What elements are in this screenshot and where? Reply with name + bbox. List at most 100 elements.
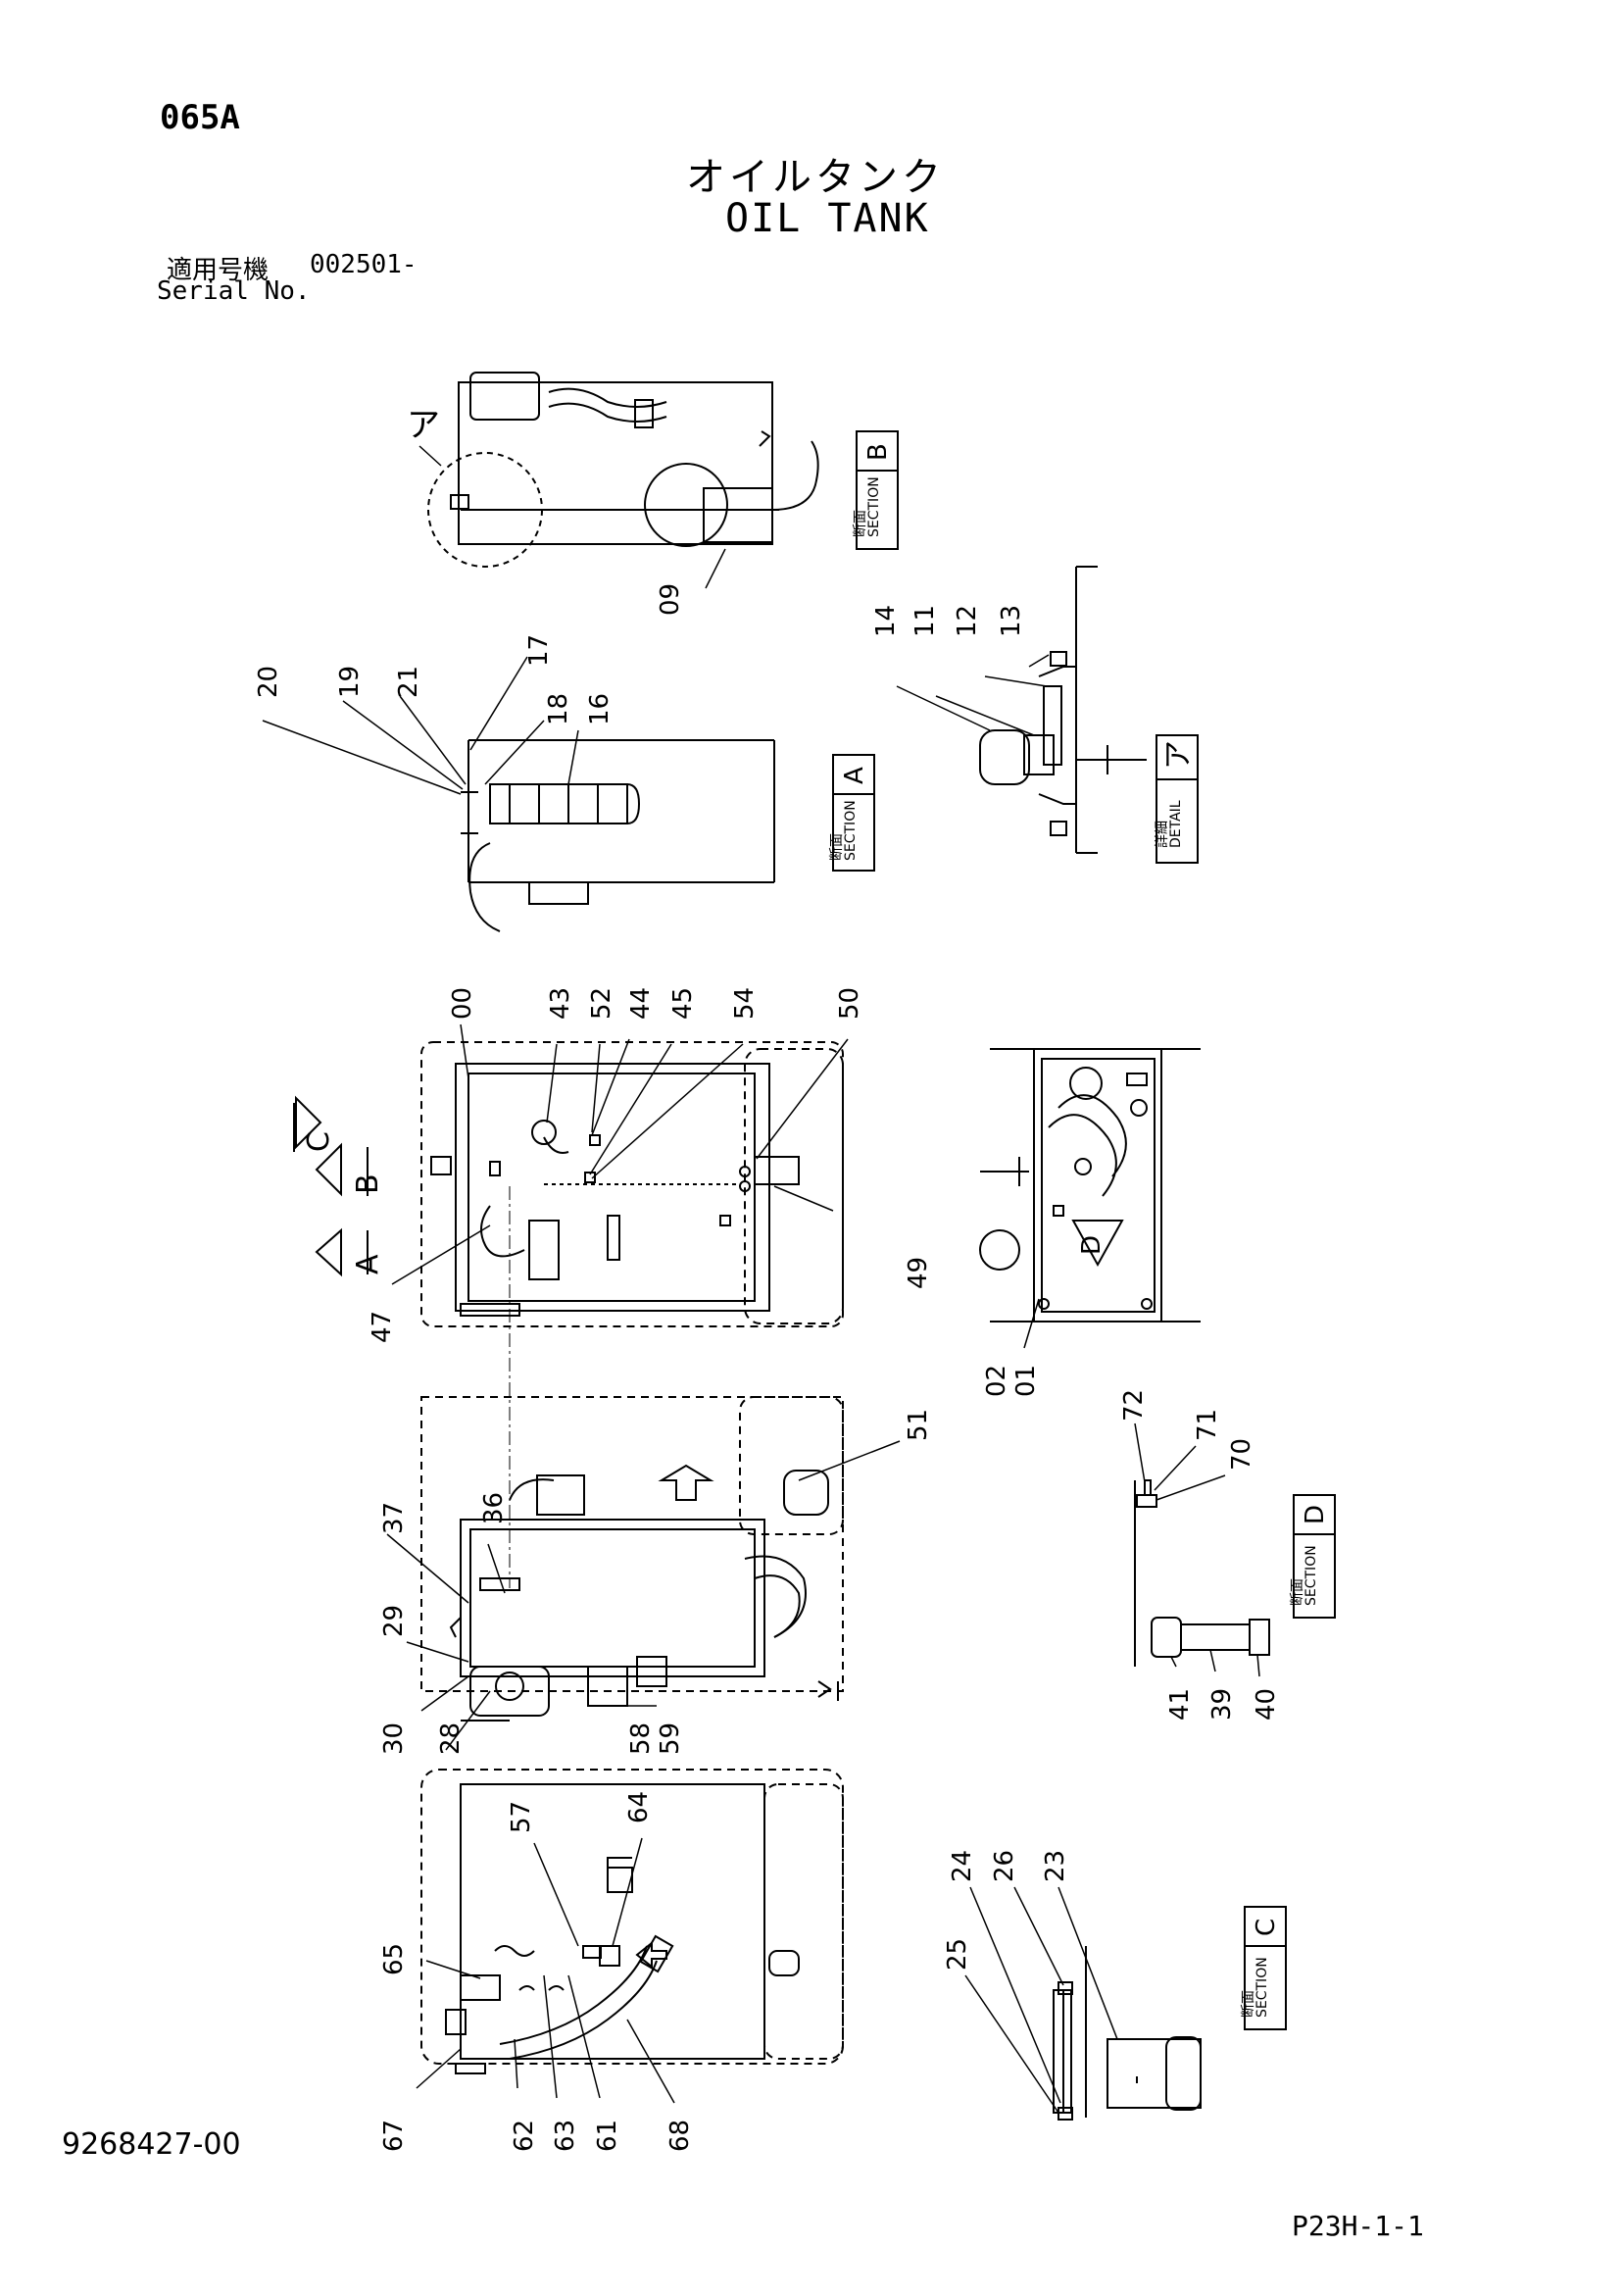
callout-30: 30 <box>379 1722 409 1755</box>
svg-text:D: D <box>1077 1235 1107 1255</box>
svg-text:断面: 断面 <box>853 510 868 537</box>
section-a-view <box>461 739 775 932</box>
section-c-leaders <box>964 1886 1118 2114</box>
section-b-view <box>427 372 819 568</box>
svg-text:断面: 断面 <box>1241 1990 1256 2018</box>
callout-24: 24 <box>948 1850 977 1882</box>
callout-20: 20 <box>254 666 283 698</box>
callout-51: 51 <box>904 1409 933 1441</box>
callout-41: 41 <box>1165 1688 1195 1721</box>
svg-text:ア: ア <box>1161 740 1196 770</box>
callout-18: 18 <box>544 693 573 725</box>
callout-01: 01 <box>1011 1365 1041 1397</box>
callout-17: 17 <box>524 634 554 667</box>
callout-44: 44 <box>626 987 656 1020</box>
callout-09: 09 <box>656 583 685 616</box>
svg-text:SECTION: SECTION <box>843 800 859 861</box>
svg-text:断面: 断面 <box>1290 1578 1305 1606</box>
side-tank-view <box>420 1396 844 1722</box>
section-d-label: D SECTION 断面 <box>1290 1494 1336 1619</box>
svg-text:SECTION: SECTION <box>1254 1957 1270 2018</box>
leader-09 <box>705 548 726 589</box>
svg-text:SECTION: SECTION <box>1303 1545 1319 1606</box>
callout-11: 11 <box>910 605 940 637</box>
section-d-leaders <box>1134 1423 1260 1677</box>
detail-a-label: ア DETAIL 詳細 <box>1155 734 1199 864</box>
right-top-view: D <box>979 1048 1201 1323</box>
callout-36: 36 <box>479 1492 509 1524</box>
callout-45: 45 <box>668 987 698 1020</box>
section-arrows: C B A <box>293 1095 385 1277</box>
detail-marker: ア <box>407 406 440 445</box>
callout-21: 21 <box>394 666 423 698</box>
callout-12: 12 <box>953 605 982 637</box>
side-tank-leaders <box>386 1440 901 1751</box>
page-code: 065A <box>160 98 240 137</box>
title-japanese: オイルタンク <box>686 155 945 200</box>
svg-text:C: C <box>302 1131 336 1152</box>
callout-67: 67 <box>379 2120 409 2152</box>
detail-marker-leader <box>418 445 442 467</box>
callout-26: 26 <box>990 1850 1019 1882</box>
section-c-view <box>1053 1946 1202 2121</box>
main-tank-view <box>420 1041 844 1327</box>
callout-57: 57 <box>507 1801 536 1833</box>
bottom-tank-leaders <box>416 1837 675 2104</box>
callout-68: 68 <box>665 2120 695 2152</box>
callout-02: 02 <box>982 1365 1011 1397</box>
svg-text:D: D <box>1301 1505 1330 1524</box>
callout-49: 49 <box>904 1257 933 1289</box>
callout-13: 13 <box>997 605 1026 637</box>
callout-52: 52 <box>587 987 616 1020</box>
callout-50: 50 <box>835 987 864 1020</box>
page-reference: P23H-1-1 <box>1292 2210 1424 2242</box>
callout-63: 63 <box>551 2120 580 2152</box>
callout-64: 64 <box>624 1791 654 1823</box>
section-d-view <box>1134 1479 1270 1667</box>
callout-47: 47 <box>368 1311 397 1343</box>
svg-text:C: C <box>1252 1919 1281 1936</box>
serial-label-japanese: 適用号機 <box>167 256 270 285</box>
callout-39: 39 <box>1207 1688 1237 1721</box>
main-tank-leaders <box>391 1023 849 1285</box>
title-english: OIL TANK <box>725 196 930 241</box>
callout-62: 62 <box>510 2120 539 2152</box>
callout-71: 71 <box>1193 1409 1222 1441</box>
detail-a-leaders <box>896 654 1050 736</box>
serial-value: 002501- <box>310 250 418 279</box>
callout-37: 37 <box>379 1502 409 1534</box>
bottom-tank-view <box>420 1769 844 2074</box>
callout-40: 40 <box>1252 1688 1281 1721</box>
callout-61: 61 <box>593 2120 622 2152</box>
callout-28: 28 <box>436 1722 466 1755</box>
svg-text:B: B <box>863 443 893 461</box>
callout-19: 19 <box>335 666 365 698</box>
callout-59: 59 <box>656 1722 685 1755</box>
callout-00: 00 <box>448 987 477 1020</box>
svg-text:断面: 断面 <box>829 833 845 861</box>
leader-01-02 <box>1023 1298 1040 1349</box>
callout-16: 16 <box>585 693 615 725</box>
callout-70: 70 <box>1227 1438 1256 1471</box>
callout-23: 23 <box>1041 1850 1070 1882</box>
section-a-leaders <box>262 656 579 795</box>
callout-14: 14 <box>871 605 901 637</box>
callout-25: 25 <box>943 1938 972 1971</box>
document-number: 9268427-00 <box>62 2127 241 2162</box>
svg-text:SECTION: SECTION <box>866 476 882 537</box>
section-a-label: A SECTION 断面 <box>829 754 875 872</box>
section-c-label: C SECTION 断面 <box>1241 1906 1287 2030</box>
callout-65: 65 <box>379 1943 409 1975</box>
callout-43: 43 <box>546 987 575 1020</box>
svg-text:詳細: 詳細 <box>1155 821 1170 848</box>
section-b-label: B SECTION 断面 <box>853 430 899 550</box>
detail-a-view <box>979 566 1147 854</box>
callout-58: 58 <box>626 1722 656 1755</box>
callout-72: 72 <box>1119 1389 1149 1422</box>
svg-text:A: A <box>840 767 869 784</box>
callout-54: 54 <box>730 987 760 1020</box>
svg-text:DETAIL: DETAIL <box>1168 800 1184 848</box>
serial-label-english: Serial No. <box>157 276 311 306</box>
callout-29: 29 <box>379 1605 409 1637</box>
